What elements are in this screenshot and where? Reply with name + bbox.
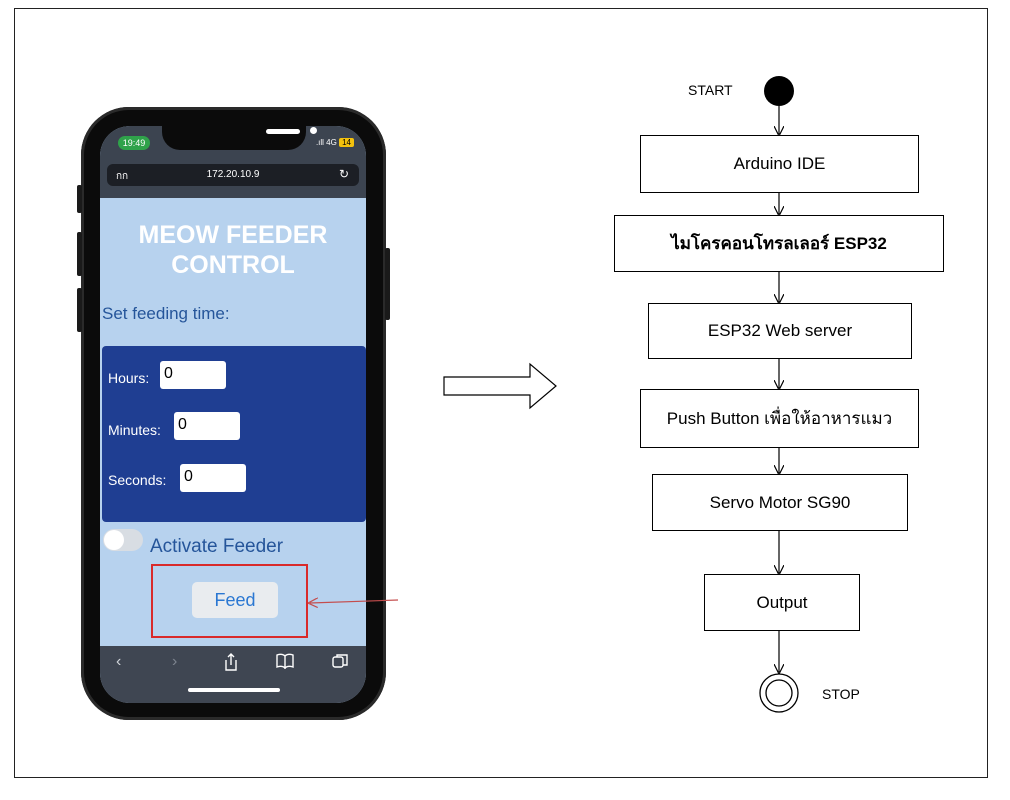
page-title: MEOW FEEDER CONTROL (100, 220, 366, 280)
minutes-input[interactable]: 0 (174, 412, 240, 440)
hours-label: Hours: (108, 370, 150, 386)
tabs-icon[interactable] (332, 653, 348, 674)
step-push-button: Push Button เพื่อให้อาหารแมว (640, 389, 919, 448)
bookmarks-glyph (276, 653, 294, 670)
start-label: START (688, 82, 733, 98)
bookmarks-icon[interactable] (276, 653, 294, 674)
battery-indicator: 14 (339, 138, 354, 147)
step-arduino-ide: Arduino IDE (640, 135, 919, 193)
home-indicator (188, 688, 280, 692)
time-input-panel: Hours: 0 Minutes: 0 Seconds: 0 (102, 346, 366, 522)
phone-volume-down (77, 288, 82, 332)
network-label: .ıll 4G (315, 138, 337, 147)
back-icon[interactable]: ‹ (116, 653, 122, 670)
reload-icon[interactable]: ↻ (338, 167, 349, 181)
forward-icon[interactable]: › (172, 653, 178, 670)
minutes-label: Minutes: (108, 422, 161, 438)
status-time: 19:49 (118, 136, 150, 150)
phone-notch (162, 126, 317, 150)
feed-button-highlight (151, 564, 308, 638)
figure-frame (14, 8, 988, 778)
step-esp32-web-server: ESP32 Web server (648, 303, 912, 359)
camera-dot (310, 127, 317, 134)
activate-feeder-label: Activate Feeder (150, 536, 284, 557)
page-title-line-2: CONTROL (171, 251, 295, 279)
hours-input[interactable]: 0 (160, 361, 226, 389)
address-bar[interactable]: กก 172.20.10.9 ↻ (107, 164, 359, 186)
flow-direction-arrow (443, 362, 557, 410)
phone-screen: 19:49 .ıll 4G 14 กก 172.20.10.9 ↻ MEOW F… (100, 126, 366, 703)
set-feeding-time-label: Set feeding time: (102, 304, 230, 323)
tabs-glyph (332, 654, 348, 668)
speaker-grille (266, 129, 300, 134)
reader-mode-button[interactable]: กก (116, 171, 129, 182)
share-icon[interactable] (224, 653, 238, 676)
feed-button[interactable]: Feed (192, 582, 278, 618)
step-output: Output (704, 574, 860, 631)
network-indicator: .ıll 4G 14 (316, 138, 354, 147)
pointer-arrow (310, 600, 399, 603)
toggle-knob (104, 530, 124, 550)
browser-toolbar: ‹ › (100, 646, 366, 703)
step-esp32-microcontroller: ไมโครคอนโทรลเลอร์ ESP32 (614, 215, 944, 272)
phone-mute-switch (77, 185, 82, 213)
start-node (764, 76, 794, 106)
seconds-input[interactable]: 0 (180, 464, 246, 492)
seconds-label: Seconds: (108, 472, 167, 488)
phone-volume-up (77, 232, 82, 276)
stop-label: STOP (822, 686, 860, 702)
share-glyph (225, 653, 237, 671)
page-title-line-1: MEOW FEEDER (138, 221, 328, 249)
phone-power-button (385, 248, 390, 320)
url-text: 172.20.10.9 (206, 169, 260, 180)
stop-node-inner (765, 679, 793, 707)
activate-feeder-toggle[interactable] (103, 529, 143, 551)
step-servo-motor: Servo Motor SG90 (652, 474, 908, 531)
